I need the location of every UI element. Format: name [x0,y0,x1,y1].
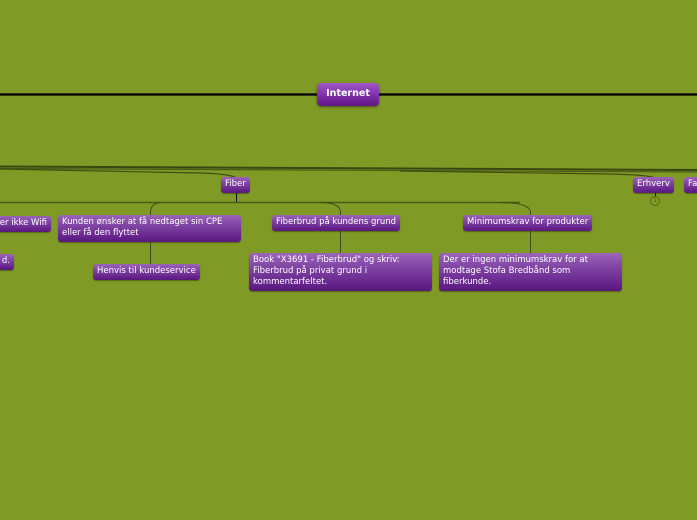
node-henvis-kundeservice[interactable]: Henvis til kundeservice [93,264,200,280]
node-book-fiberbrud[interactable]: Book "X3691 - Fiberbrud" og skriv: Fiber… [249,253,432,291]
node-fa[interactable]: Fa [684,177,697,193]
root-node-internet[interactable]: Internet [317,83,379,106]
fiber-child-line-minimum [499,202,531,215]
node-fiberbrud[interactable]: Fiberbrud på kundens grund [272,215,401,231]
node-wifi[interactable]: er ikke Wifi [0,216,51,232]
branch-line-to-fiber [0,168,237,179]
node-minimumskrav[interactable]: Minimumskrav for produkter [463,215,593,231]
node-minimumskrav-info[interactable]: Der er ingen minimumskrav for at modtage… [439,253,622,291]
branch-line-bundle-2 [0,167,697,173]
node-fiber[interactable]: Fiber [221,177,250,193]
node-erhverv[interactable]: Erhverv [633,177,674,193]
fiber-child-line-cpe [150,202,163,215]
collapsed-children-badge[interactable]: 1 [650,196,660,206]
node-wifi-child[interactable]: d. [0,254,14,270]
node-cpe-request[interactable]: Kunden ønsker at få nedtaget sin CPE ell… [58,215,241,242]
fiber-child-line-fiberbrud [319,202,341,215]
branch-line-bundle-1 [0,165,697,171]
